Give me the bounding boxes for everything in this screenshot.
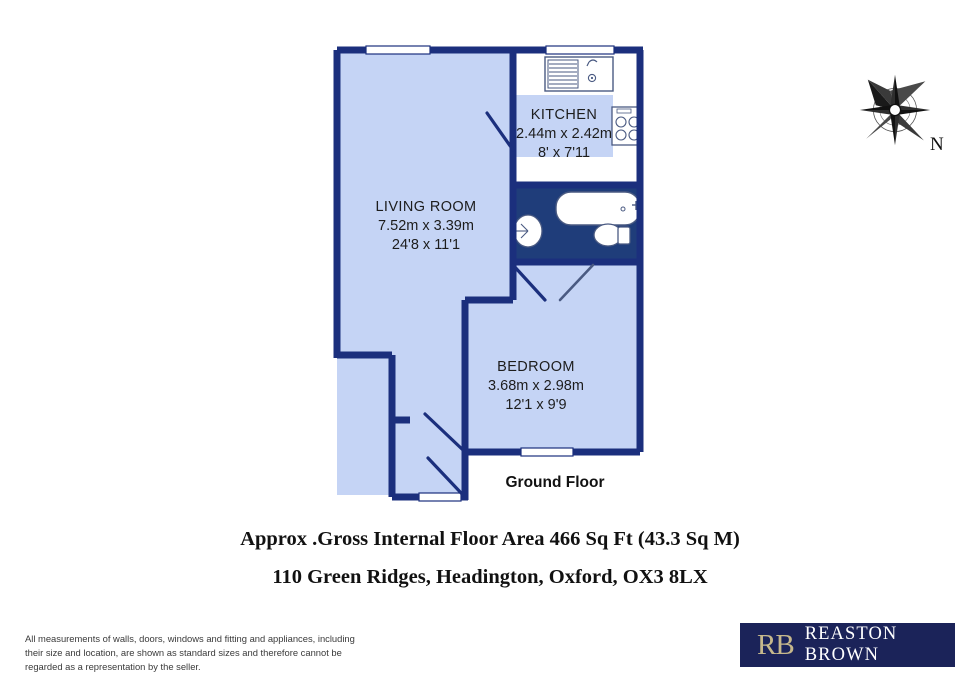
logo-monogram: RB bbox=[757, 628, 795, 661]
living-room-imperial: 24'8 x 11'1 bbox=[391, 236, 461, 253]
living-room-metric: 7.52m x 3.39m bbox=[378, 217, 474, 234]
bedroom-name: BEDROOM bbox=[497, 359, 575, 375]
property-address: 110 Green Ridges, Headington, Oxford, OX… bbox=[272, 566, 708, 588]
wash-basin bbox=[513, 214, 543, 248]
bedroom-metric: 3.68m x 2.98m bbox=[488, 377, 584, 394]
toilet bbox=[593, 223, 631, 247]
bathtub bbox=[555, 191, 641, 226]
bedroom-imperial: 12'1 x 9'9 bbox=[505, 396, 567, 413]
living-room-name: LIVING ROOM bbox=[375, 199, 477, 215]
windows bbox=[365, 45, 615, 502]
floor-label: Ground Floor bbox=[505, 474, 605, 491]
door-swings bbox=[423, 111, 595, 497]
room-label-bedroom: BEDROOM 3.68m x 2.98m 12'1 x 9'9 bbox=[452, 358, 620, 415]
compass-rose bbox=[859, 74, 931, 146]
company-logo: RB REASTON BROWN bbox=[740, 623, 955, 667]
kitchen-inner-fill bbox=[513, 95, 613, 157]
bedroom-fill bbox=[465, 300, 640, 452]
compass-north-label: N bbox=[930, 134, 944, 155]
kitchen-imperial: 8' x 7'11 bbox=[537, 144, 591, 161]
floor-area-title: Approx .Gross Internal Floor Area 466 Sq… bbox=[240, 528, 740, 550]
kitchen-metric: 2.44m x 2.42m bbox=[516, 125, 612, 142]
disclaimer-text: All measurements of walls, doors, window… bbox=[25, 633, 355, 672]
kitchen-sink bbox=[544, 56, 614, 92]
entrance-hall-fill bbox=[392, 355, 465, 497]
kitchen-name: KITCHEN bbox=[530, 107, 598, 123]
room-label-living-room: LIVING ROOM 7.52m x 3.39m 24'8 x 11'1 bbox=[316, 198, 536, 255]
hall-strip-fill bbox=[465, 262, 640, 300]
room-label-kitchen: KITCHEN 2.44m x 2.42m 8' x 7'11 bbox=[494, 106, 634, 163]
walls bbox=[333, 46, 644, 501]
logo-company-name: REASTON BROWN bbox=[804, 624, 898, 665]
